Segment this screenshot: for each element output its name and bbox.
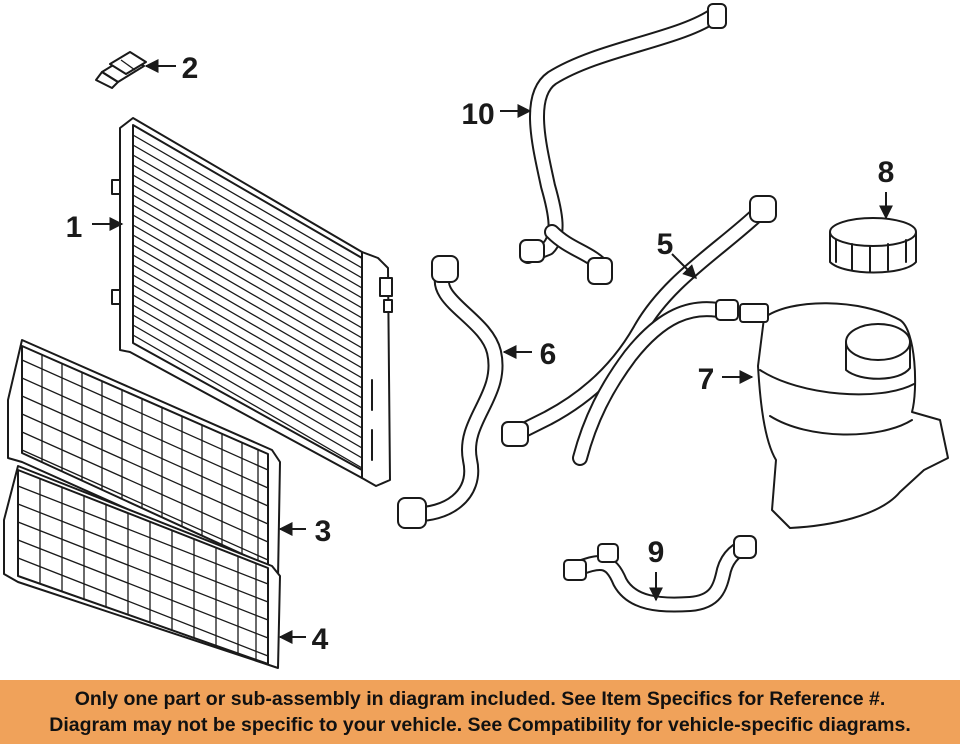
callout-1: 1 [66, 211, 83, 244]
part-6-hose [397, 255, 504, 529]
callout-4: 4 [312, 623, 329, 656]
parts-diagram: 1 2 3 4 5 6 7 8 9 10 [3, 3, 949, 669]
callout-8: 8 [878, 156, 895, 189]
part-5-hose [501, 195, 777, 466]
part-4-deflector [3, 465, 281, 669]
callout-6: 6 [540, 338, 557, 371]
part-10-hose [519, 3, 727, 285]
part-8-cap [829, 217, 917, 274]
disclaimer-line-2: Diagram may not be specific to your vehi… [49, 714, 911, 736]
part-1-radiator [111, 117, 393, 487]
disclaimer-banner: Only one part or sub-assembly in diagram… [0, 680, 960, 744]
callout-2: 2 [182, 52, 199, 85]
callout-3: 3 [315, 515, 332, 548]
part-2-sensor [95, 51, 147, 89]
part-7-expansion-tank [739, 302, 949, 529]
leader-5 [671, 253, 697, 279]
disclaimer-line-1: Only one part or sub-assembly in diagram… [74, 688, 886, 710]
callout-5: 5 [657, 228, 674, 261]
callout-10: 10 [461, 98, 494, 131]
callout-7: 7 [698, 363, 715, 396]
callout-9: 9 [648, 536, 665, 569]
part-9-hose [563, 535, 757, 613]
